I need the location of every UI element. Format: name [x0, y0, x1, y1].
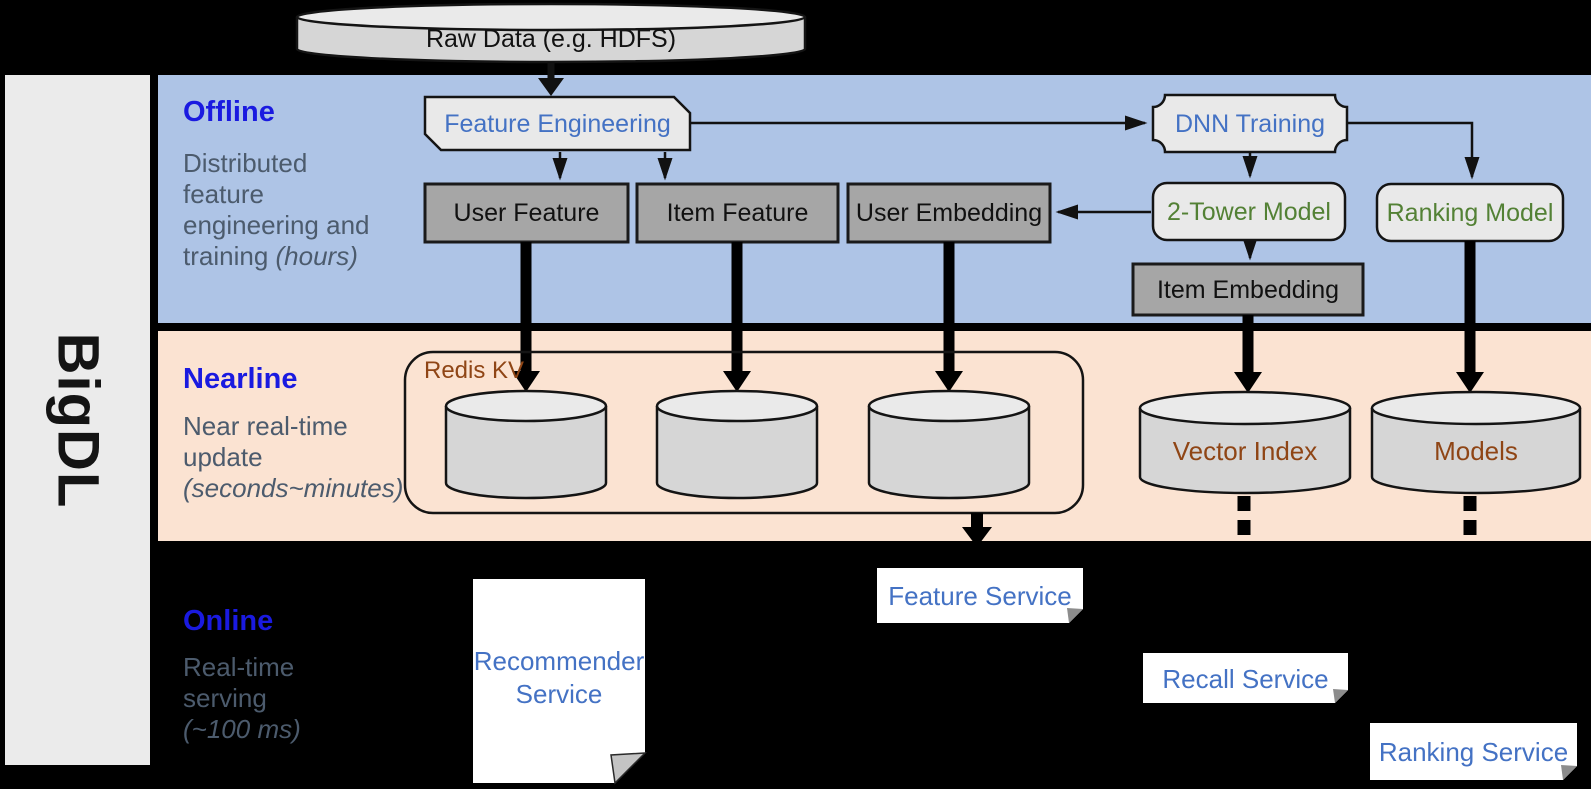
arrow-user-feature-to-redis: [512, 242, 540, 392]
arrow-user-embedding-to-redis: [935, 242, 963, 392]
feature-engineering-node: [423, 95, 692, 152]
two-tower-model-node: [1151, 181, 1347, 242]
ranking-service-box: [1370, 723, 1577, 780]
ranking-model-label: Ranking Model: [1386, 199, 1554, 227]
arrow-item-feature-to-redis: [723, 242, 751, 392]
redis-cylinder-1: [444, 389, 608, 500]
redis-cylinder-3: [867, 389, 1031, 500]
user-feature-node: [423, 182, 630, 244]
item-feature-label: Item Feature: [666, 199, 809, 227]
raw-data-label: Raw Data (e.g. HDFS): [425, 25, 677, 53]
nearline-lane-heading: Nearline: [183, 363, 298, 395]
two-tower-model-label: 2-Tower Model: [1167, 198, 1331, 226]
raw-data-cylinder: [295, 2, 807, 64]
offline-lane-heading: Offline: [183, 96, 275, 128]
dnn-training-node: [1151, 93, 1349, 154]
arrow-redis-to-feature-service: [962, 513, 992, 547]
feature-service-box: [877, 568, 1083, 623]
models-cylinder: [1370, 390, 1582, 495]
redis-cylinder-2: [655, 389, 819, 500]
vector-index-cylinder: [1138, 390, 1352, 495]
vector-index-label: Vector Index: [1172, 436, 1318, 466]
arrow-ranking-model-to-models: [1456, 241, 1484, 393]
arrow-item-embedding-to-vector-index: [1234, 315, 1262, 393]
ranking-service-label: Ranking Service: [1378, 737, 1569, 767]
bigdl-sidebar: BigDL: [5, 75, 150, 765]
user-embedding-label: User Embedding: [855, 199, 1043, 227]
recommender-service-document: [473, 579, 647, 785]
recall-service-label: Recall Service: [1162, 664, 1329, 694]
feature-engineering-label: Feature Engineering: [444, 110, 671, 138]
arrow-dnn-training-to-ranking-model: [1347, 121, 1480, 180]
recommender-service-label: Recommender Service: [473, 646, 645, 709]
redis-kv-label: Redis KV: [424, 357, 525, 384]
redis-kv-container: [403, 350, 1085, 515]
online-lane-heading: Online: [183, 605, 274, 637]
dnn-training-label: DNN Training: [1174, 110, 1326, 138]
item-embedding-label: Item Embedding: [1156, 276, 1340, 304]
user-feature-label: User Feature: [453, 199, 600, 227]
user-embedding-node: [846, 182, 1052, 244]
arrow-raw-data-to-feature-engineering: [538, 62, 564, 96]
feature-service-label: Feature Service: [888, 581, 1072, 611]
recall-service-box: [1143, 653, 1348, 703]
models-label: Models: [1434, 436, 1518, 466]
item-feature-node: [635, 182, 840, 244]
